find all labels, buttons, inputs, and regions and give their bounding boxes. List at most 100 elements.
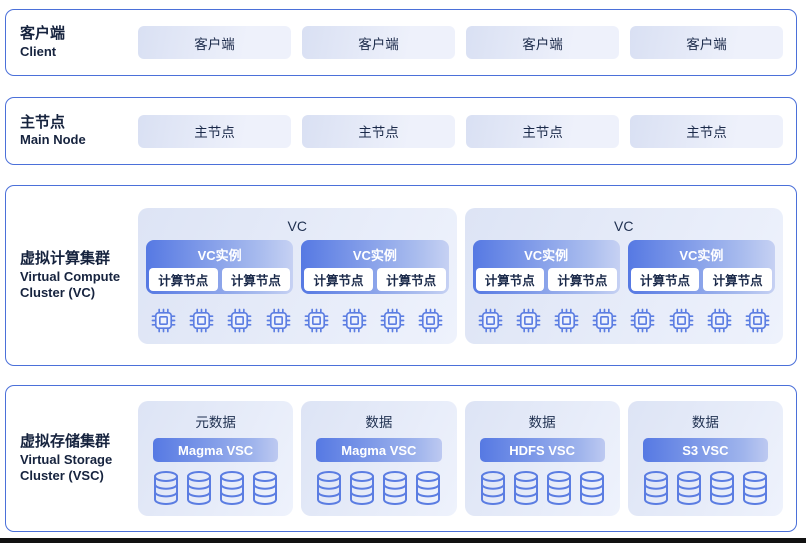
client-boxes-row: 客户端客户端客户端客户端: [138, 26, 796, 59]
storage-title-en-1: Virtual Storage: [20, 451, 113, 467]
cpu-chip-icon: [379, 307, 406, 334]
database-icon: [152, 470, 180, 506]
section-main-node-label: 主节点 Main Node: [6, 114, 138, 149]
compute-nodes-row: 计算节点计算节点: [630, 267, 772, 291]
database-icon: [578, 470, 606, 506]
database-icon: [642, 470, 670, 506]
cpu-chip-icon: [553, 307, 580, 334]
client-node-box: 客户端: [302, 26, 455, 59]
vc-group-label: VC: [287, 217, 307, 234]
database-icon: [251, 470, 279, 506]
cpu-chip-icon: [303, 307, 330, 334]
client-node-box: 客户端: [138, 26, 291, 59]
cpu-chip-icon: [706, 307, 733, 334]
compute-node-box: 计算节点: [475, 267, 545, 291]
section-virtual-compute-cluster: 虚拟计算集群 Virtual Compute Cluster (VC) VC VC…: [5, 185, 797, 366]
compute-title-zh: 虚拟计算集群: [20, 249, 111, 267]
database-icon: [218, 470, 246, 506]
main-node-box: 主节点: [302, 114, 455, 148]
vc-instance: VC实例计算节点计算节点: [301, 239, 449, 294]
storage-group: 元数据 Magma VSC: [138, 401, 294, 516]
main-node-box: 主节点: [138, 114, 291, 148]
cpu-chips-row: [473, 307, 776, 334]
vsc-header-label: Magma VSC: [316, 438, 442, 462]
cpu-chip-icon: [226, 307, 253, 334]
cpu-chip-icon: [744, 307, 771, 334]
storage-data-label: 数据: [528, 415, 556, 430]
storage-data-label: 元数据: [195, 415, 236, 430]
section-client: 客户端 Client 客户端客户端客户端客户端: [5, 9, 797, 76]
client-node-box: 客户端: [630, 26, 783, 59]
main-node-box: 主节点: [630, 114, 783, 148]
cpu-chips-row: [146, 307, 449, 334]
vsc-header-label: Magma VSC: [153, 438, 279, 462]
disks-row: [638, 470, 773, 506]
database-icon: [741, 470, 769, 506]
cpu-chip-icon: [515, 307, 542, 334]
client-node-box: 客户端: [466, 26, 619, 59]
cpu-chip-icon: [477, 307, 504, 334]
cpu-chip-icon: [341, 307, 368, 334]
database-icon: [185, 470, 213, 506]
database-icon: [708, 470, 736, 506]
vc-instance-label: VC实例: [352, 247, 397, 263]
storage-group: 数据 S3 VSC: [627, 401, 783, 516]
compute-node-box: 计算节点: [630, 267, 700, 291]
compute-nodes-row: 计算节点计算节点: [475, 267, 617, 291]
vsc-header-label: S3 VSC: [642, 438, 768, 462]
vc-instance: VC实例计算节点计算节点: [472, 239, 620, 294]
compute-nodes-row: 计算节点计算节点: [304, 267, 446, 291]
vc-instance-label: VC实例: [197, 247, 242, 263]
disks-row: [311, 470, 446, 506]
database-icon: [512, 470, 540, 506]
database-icon: [545, 470, 573, 506]
compute-title-en-2: Cluster (VC): [20, 284, 96, 300]
storage-group: 数据 Magma VSC: [301, 401, 457, 516]
main-node-title-zh: 主节点: [20, 113, 66, 131]
storage-title-en-2: Cluster (VSC): [20, 467, 104, 483]
storage-group: 数据 HDFS VSC: [464, 401, 620, 516]
compute-node-box: 计算节点: [221, 267, 291, 291]
compute-node-box: 计算节点: [703, 267, 772, 291]
section-storage-label: 虚拟存储集群 Virtual Storage Cluster (VSC): [6, 433, 138, 484]
database-icon: [381, 470, 409, 506]
disks-row: [475, 470, 610, 506]
client-title-en: Client: [20, 43, 57, 59]
storage-data-label: 数据: [365, 415, 393, 430]
section-compute-label: 虚拟计算集群 Virtual Compute Cluster (VC): [6, 250, 138, 301]
compute-nodes-row: 计算节点计算节点: [149, 267, 291, 291]
cpu-chip-icon: [265, 307, 292, 334]
vc-instance-label: VC实例: [524, 247, 569, 263]
storage-data-label: 数据: [691, 415, 719, 430]
main-node-box: 主节点: [466, 114, 619, 148]
compute-node-box: 计算节点: [548, 267, 617, 291]
compute-node-box: 计算节点: [304, 267, 373, 291]
vsc-header-label: HDFS VSC: [479, 438, 605, 462]
vc-instance: VC实例计算节点计算节点: [627, 239, 775, 294]
vc-instance: VC实例计算节点计算节点: [146, 239, 294, 294]
database-icon: [315, 470, 343, 506]
compute-node-box: 计算节点: [149, 267, 218, 291]
vc-instance-label: VC实例: [679, 247, 724, 263]
cpu-chip-icon: [188, 307, 215, 334]
cpu-chip-icon: [629, 307, 656, 334]
database-icon: [348, 470, 376, 506]
storage-groups-row: 元数据 Magma VSC 数据 Magma VSC 数据 HDFS VSC: [138, 401, 796, 516]
cpu-chip-icon: [150, 307, 177, 334]
main-node-boxes-row: 主节点主节点主节点主节点: [138, 114, 796, 148]
cpu-chip-icon: [417, 307, 444, 334]
disks-row: [148, 470, 283, 506]
vc-group-label: VC: [614, 217, 634, 234]
compute-title-en-1: Virtual Compute: [20, 268, 121, 284]
section-virtual-storage-cluster: 虚拟存储集群 Virtual Storage Cluster (VSC) 元数据…: [5, 385, 797, 532]
bottom-border-bar: [0, 538, 806, 543]
storage-title-zh: 虚拟存储集群: [20, 432, 111, 450]
section-main-node: 主节点 Main Node 主节点主节点主节点主节点: [5, 97, 797, 165]
main-node-title-en: Main Node: [20, 132, 86, 148]
